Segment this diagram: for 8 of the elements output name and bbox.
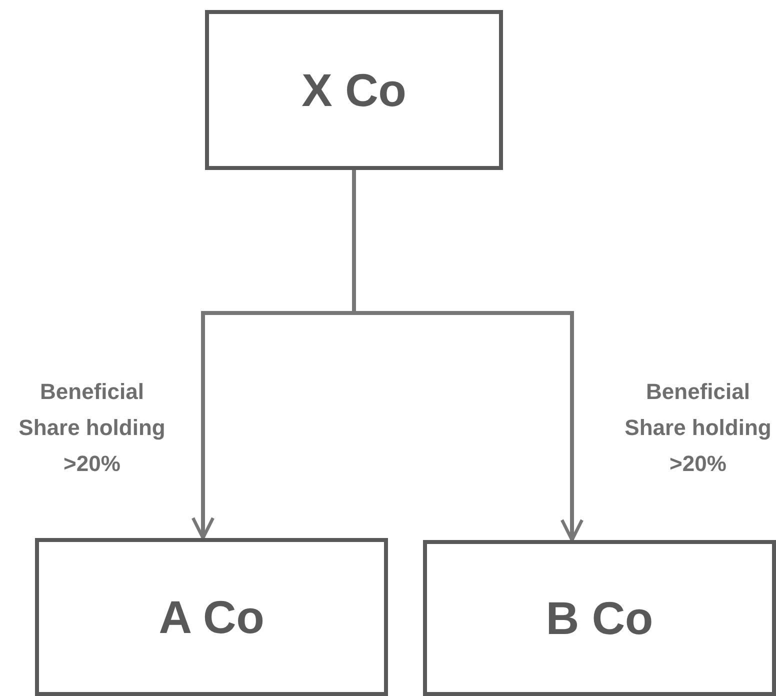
company-box	[35, 538, 388, 696]
company-name: A Co	[158, 590, 264, 644]
company-name: X Co	[302, 63, 406, 117]
edge-label: Beneficial Share holding >20%	[18, 378, 166, 478]
edge-label: Beneficial Share holding >20%	[624, 378, 772, 478]
company-box	[205, 10, 503, 170]
company-name: B Co	[546, 591, 654, 645]
company-box	[423, 540, 776, 696]
